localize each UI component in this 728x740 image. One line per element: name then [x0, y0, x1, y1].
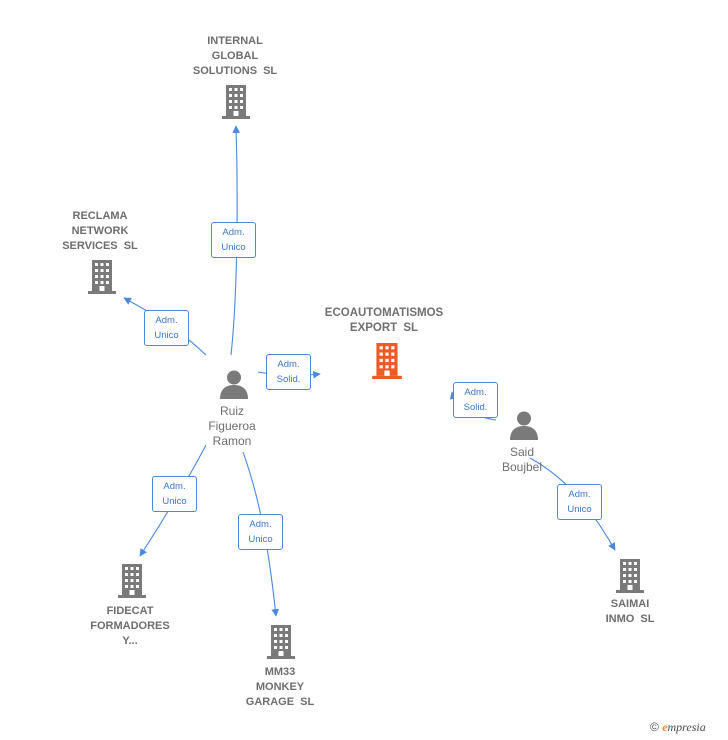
- node-label-saimai[interactable]: SAIMAI INMO SL: [605, 598, 655, 625]
- footer-brand: © empresia: [650, 720, 706, 735]
- node-label-fidecat[interactable]: FIDECAT FORMADORES Y...: [90, 605, 170, 647]
- edge-label-e3[interactable]: Adm. Solid.: [266, 354, 311, 390]
- building-icon[interactable]: [116, 564, 148, 598]
- brand-logo: empresia: [662, 720, 706, 734]
- node-label-ruiz-figueroa[interactable]: Ruiz Figueroa Ramon: [208, 404, 256, 448]
- building-icon[interactable]: [370, 343, 404, 379]
- node-label-mm33[interactable]: MM33 MONKEY GARAGE SL: [245, 666, 315, 708]
- node-label-internal-global[interactable]: INTERNAL GLOBAL SOLUTIONS SL: [192, 35, 278, 77]
- node-label-reclama-network[interactable]: RECLAMA NETWORK SERVICES SL: [62, 210, 138, 252]
- building-icon[interactable]: [86, 260, 118, 294]
- edge-label-e5[interactable]: Adm. Unico: [152, 476, 197, 512]
- node-label-ecoautomatismos[interactable]: ECOAUTOMATISMOS EXPORT SL: [324, 307, 444, 334]
- node-label-said-boujbel[interactable]: Said Boujbel: [501, 445, 543, 474]
- edge-label-e1[interactable]: Adm. Unico: [211, 222, 256, 258]
- building-icon[interactable]: [265, 625, 297, 659]
- person-icon[interactable]: [509, 410, 539, 440]
- building-icon[interactable]: [614, 559, 646, 593]
- edge-label-e6[interactable]: Adm. Unico: [238, 514, 283, 550]
- person-icon[interactable]: [219, 369, 249, 399]
- edge-label-e2[interactable]: Adm. Unico: [144, 310, 189, 346]
- edge-label-e4[interactable]: Adm. Solid.: [453, 382, 498, 418]
- building-icon[interactable]: [220, 85, 252, 119]
- edge-label-e7[interactable]: Adm. Unico: [557, 484, 602, 520]
- copyright-symbol: ©: [650, 720, 659, 734]
